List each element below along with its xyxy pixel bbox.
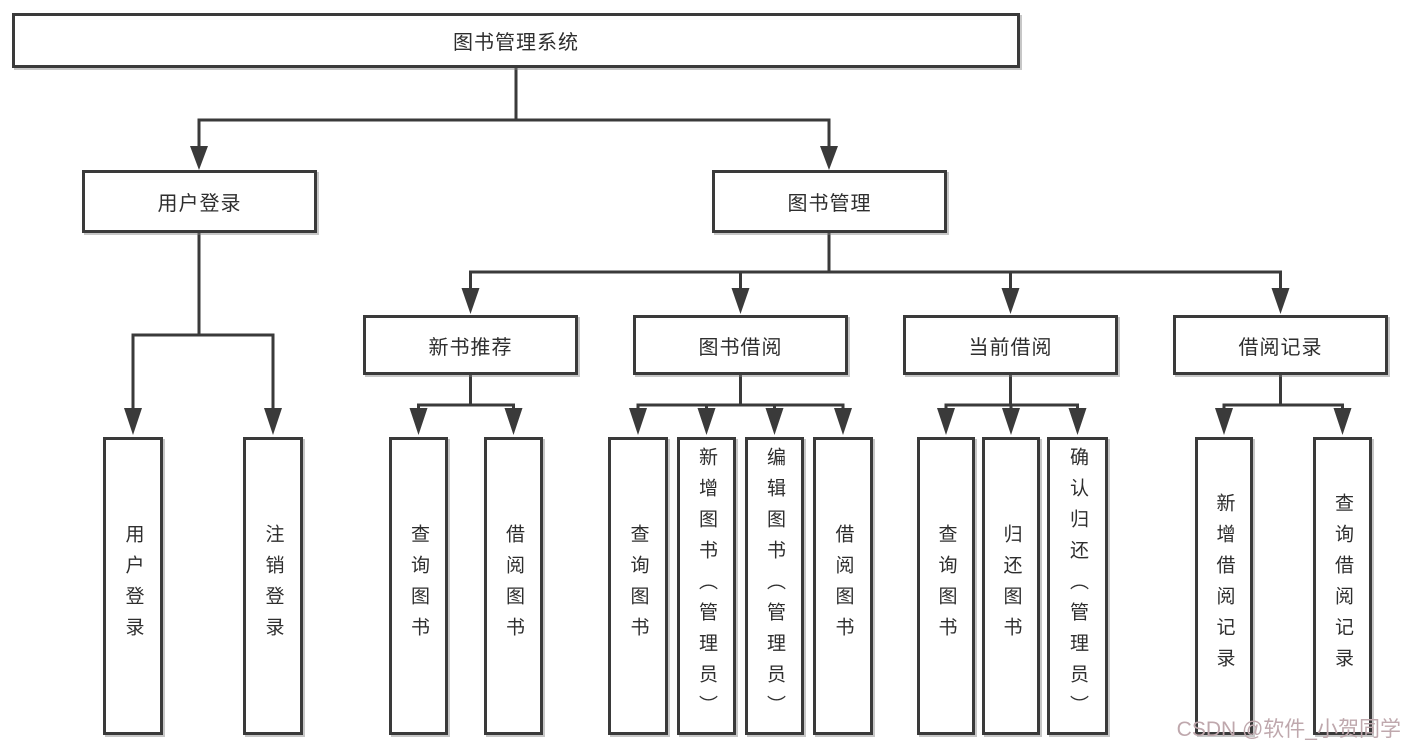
leaf-query-books-recommend-label: 查询图书 bbox=[408, 524, 429, 648]
node-book-borrowing: 图书借阅 bbox=[633, 315, 848, 375]
node-new-book-recommend-label: 新书推荐 bbox=[428, 336, 513, 359]
leaf-logout-label: 注销登录 bbox=[262, 524, 284, 648]
node-user-login-label: 用户登录 bbox=[157, 193, 242, 215]
leaf-confirm-return-admin-label: 确认归还（管理员） bbox=[1067, 446, 1088, 726]
node-root-label: 图书管理系统 bbox=[453, 32, 579, 54]
leaf-query-books-recommend: 查询图书 bbox=[389, 437, 448, 735]
arrowhead-icons bbox=[124, 146, 1352, 435]
node-book-borrowing-label: 图书借阅 bbox=[698, 336, 783, 359]
leaf-add-borrow-record-label: 新增借阅记录 bbox=[1213, 493, 1235, 679]
leaf-logout: 注销登录 bbox=[243, 437, 303, 735]
node-root-system: 图书管理系统 bbox=[12, 13, 1020, 68]
leaf-borrow-books-recommend: 借阅图书 bbox=[484, 437, 543, 735]
leaf-borrow-books: 借阅图书 bbox=[813, 437, 873, 735]
node-book-management: 图书管理 bbox=[712, 170, 947, 233]
leaf-return-books-label: 归还图书 bbox=[1000, 524, 1022, 648]
leaf-confirm-return-admin: 确认归还（管理员） bbox=[1047, 437, 1108, 735]
node-borrowing-records-label: 借阅记录 bbox=[1238, 336, 1323, 359]
leaf-edit-books-admin: 编辑图书（管理员） bbox=[745, 437, 804, 735]
leaf-add-borrow-record: 新增借阅记录 bbox=[1195, 437, 1253, 735]
leaf-add-books-admin-label: 新增图书（管理员） bbox=[696, 446, 717, 726]
csdn-watermark: CSDN @软件_小贺同学 bbox=[1176, 718, 1401, 741]
leaf-query-books-current: 查询图书 bbox=[917, 437, 975, 735]
leaf-edit-books-admin-label: 编辑图书（管理员） bbox=[764, 446, 785, 726]
leaf-return-books: 归还图书 bbox=[982, 437, 1040, 735]
leaf-borrow-books-label: 借阅图书 bbox=[832, 524, 854, 648]
node-new-book-recommend: 新书推荐 bbox=[363, 315, 578, 375]
leaf-query-borrow-record-label: 查询借阅记录 bbox=[1332, 493, 1353, 679]
node-user-login: 用户登录 bbox=[82, 170, 317, 233]
leaf-query-borrow-record: 查询借阅记录 bbox=[1313, 437, 1372, 735]
node-current-borrowing-label: 当前借阅 bbox=[968, 336, 1053, 359]
leaf-user-login-label: 用户登录 bbox=[122, 524, 144, 648]
leaf-query-books-current-label: 查询图书 bbox=[935, 524, 957, 648]
leaf-borrow-books-recommend-label: 借阅图书 bbox=[503, 524, 524, 648]
node-current-borrowing: 当前借阅 bbox=[903, 315, 1118, 375]
leaf-query-books-borrow-label: 查询图书 bbox=[627, 524, 649, 648]
leaf-user-login: 用户登录 bbox=[103, 437, 163, 735]
node-book-management-label: 图书管理 bbox=[787, 193, 872, 215]
node-borrowing-records: 借阅记录 bbox=[1173, 315, 1388, 375]
leaf-query-books-borrow: 查询图书 bbox=[608, 437, 668, 735]
leaf-add-books-admin: 新增图书（管理员） bbox=[677, 437, 736, 735]
